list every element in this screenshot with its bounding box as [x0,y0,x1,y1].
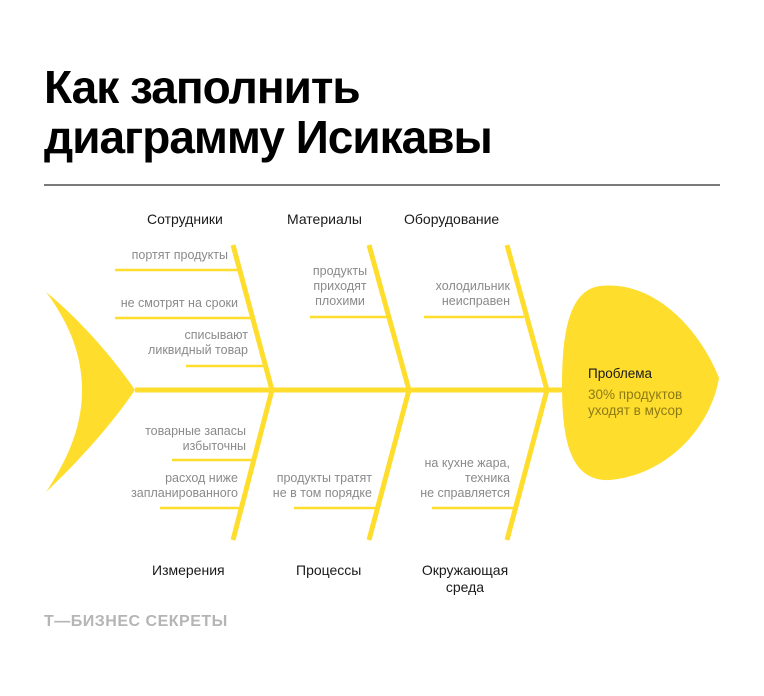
cause-materials-1-line-1: продукты [312,264,368,278]
fish-tail [46,292,135,492]
cause-materials-1-line-3: плохими [315,294,365,308]
title-line-2: диаграмму Исикавы [44,111,493,163]
category-environment-line-1: Окружающая [421,562,509,578]
cause-env-1: на кухне жара, техника не справляется [420,456,510,501]
problem-title: Проблема [588,366,653,381]
bone-top-2 [366,244,412,391]
cause-measure-1: товарные запасы избыточны [145,424,246,454]
cause-materials-1-line-2: приходят [313,279,367,293]
category-equipment: Оборудование [404,211,500,227]
category-environment: Окружающая среда [420,562,510,596]
page-title: Как заполнить диаграмму Исикавы [44,62,724,162]
cause-env-1-line-3: не справляется [420,486,510,500]
problem-line-1: 30% продуктов [588,387,683,402]
cause-measure-1-line-1: товарные запасы [145,424,246,438]
cause-staff-3: списывают ликвидный товар [148,328,248,358]
cause-process-1: продукты тратят не в том порядке [273,471,372,501]
cause-measure-1-line-2: избыточны [182,439,246,453]
title-line-1: Как заполнить [44,61,361,113]
cause-process-1-line-2: не в том порядке [272,486,372,500]
cause-staff-3-line-1: списывают [184,328,248,342]
title-divider [44,184,720,186]
category-environment-line-2: среда [445,579,485,595]
bone-bottom-3 [504,389,550,541]
cause-equipment-1-line-2: неисправен [441,294,510,308]
cause-env-1-line-2: техника [464,471,510,485]
cause-measure-2: расход ниже запланированного [131,471,238,501]
cause-measure-2-line-1: расход ниже [165,471,238,485]
cause-materials-1: продукты приходят плохими [300,264,380,309]
cause-staff-1: портят продукты [131,248,228,262]
problem-description: 30% продуктов уходят в мусор [588,387,683,419]
category-materials: Материалы [287,211,362,227]
cause-process-1-line-1: продукты тратят [276,471,372,485]
cause-staff-2: не смотрят на сроки [120,296,238,310]
problem-line-2: уходят в мусор [588,403,683,418]
bone-bottom-1 [230,389,275,541]
cause-measure-2-line-2: запланированного [131,486,238,500]
brand-logo: Т—БИЗНЕС СЕКРЕТЫ [44,613,228,630]
cause-env-1-line-1: на кухне жара, [424,456,510,470]
category-measurements: Измерения [152,562,225,578]
cause-equipment-1-line-1: холодильник [435,279,510,293]
fish-head [562,285,719,481]
cause-equipment-1: холодильник неисправен [436,279,510,309]
category-staff: Сотрудники [147,211,223,227]
category-processes: Процессы [296,562,362,578]
cause-staff-3-line-2: ликвидный товар [148,343,248,357]
bone-top-3 [504,244,550,391]
bone-bottom-2 [366,389,412,541]
